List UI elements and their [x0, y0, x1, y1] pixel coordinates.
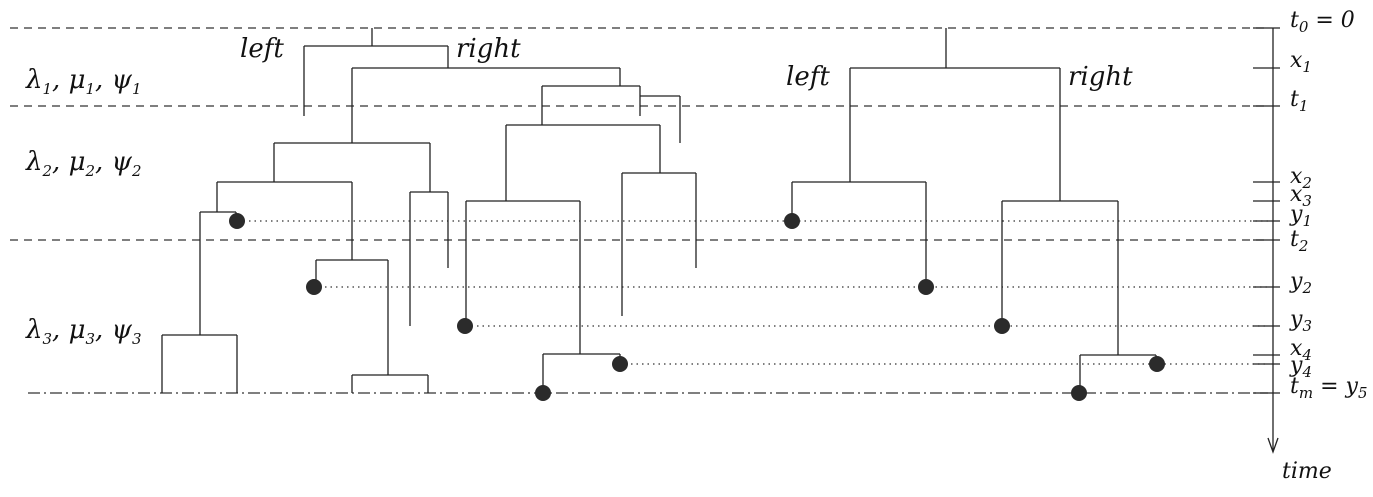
sample-dot	[535, 385, 551, 401]
branch	[351, 374, 429, 393]
sample-dot	[1071, 385, 1087, 401]
tree2-right-label: right	[1068, 62, 1133, 92]
sample-dot	[306, 279, 322, 295]
sample-dot	[229, 213, 245, 229]
label-x2: x2	[1290, 164, 1312, 192]
sample-dot	[784, 213, 800, 229]
branch	[315, 259, 389, 375]
label-t2: t2	[1290, 227, 1308, 255]
branch	[541, 85, 641, 125]
epoch-2-params: λ2, μ2, ψ2	[25, 147, 141, 180]
branch	[621, 172, 697, 316]
label-t1: t1	[1290, 87, 1308, 115]
tree1-right-label: right	[456, 34, 521, 64]
branch	[303, 28, 449, 116]
branch	[505, 124, 661, 201]
branch	[639, 95, 681, 143]
branch	[1079, 354, 1157, 393]
label-t0: t0 = 0	[1290, 8, 1355, 36]
tree-labels: left right left right	[240, 34, 1133, 92]
time-axis-arrowhead	[1267, 437, 1279, 454]
axis-labels: t0 = 0 x1 t1 x2 x3 y1 t2 y2 y3 x4 y4 tm …	[1282, 8, 1367, 484]
tree2-left-label: left	[786, 62, 830, 92]
branch	[199, 211, 237, 335]
tree-left	[161, 28, 697, 393]
time-label: time	[1282, 459, 1332, 484]
label-tm-y5: tm = y5	[1290, 374, 1367, 402]
branch	[465, 200, 581, 354]
sample-dot	[1149, 356, 1165, 372]
sample-dot	[612, 356, 628, 372]
branch	[161, 334, 238, 393]
tree1-left-label: left	[240, 34, 284, 64]
epoch-1-params: λ1, μ1, ψ1	[25, 65, 141, 98]
branch	[216, 181, 353, 260]
sample-dot	[918, 279, 934, 295]
label-y2: y2	[1289, 269, 1312, 297]
branch	[849, 28, 1061, 201]
label-x3: x3	[1290, 182, 1312, 210]
epoch-3-params: λ3, μ3, ψ3	[25, 315, 141, 348]
sample-dot	[994, 318, 1010, 334]
sample-dot	[457, 318, 473, 334]
branch	[542, 353, 621, 393]
sample-dots	[229, 213, 1165, 401]
time-axis	[1253, 27, 1280, 454]
branch	[409, 191, 449, 326]
label-x4: x4	[1290, 336, 1312, 364]
branch	[351, 67, 621, 143]
branch	[273, 142, 431, 192]
epoch-labels: λ1, μ1, ψ1 λ2, μ2, ψ2 λ3, μ3, ψ3	[25, 65, 141, 348]
branch	[791, 181, 927, 287]
label-y1: y1	[1289, 202, 1312, 230]
branch	[1001, 200, 1119, 355]
label-x1: x1	[1290, 48, 1312, 76]
epoch-boundaries	[10, 27, 1268, 394]
label-y4: y4	[1289, 353, 1312, 381]
sampling-lines	[238, 220, 1268, 365]
label-y3: y3	[1289, 307, 1312, 335]
